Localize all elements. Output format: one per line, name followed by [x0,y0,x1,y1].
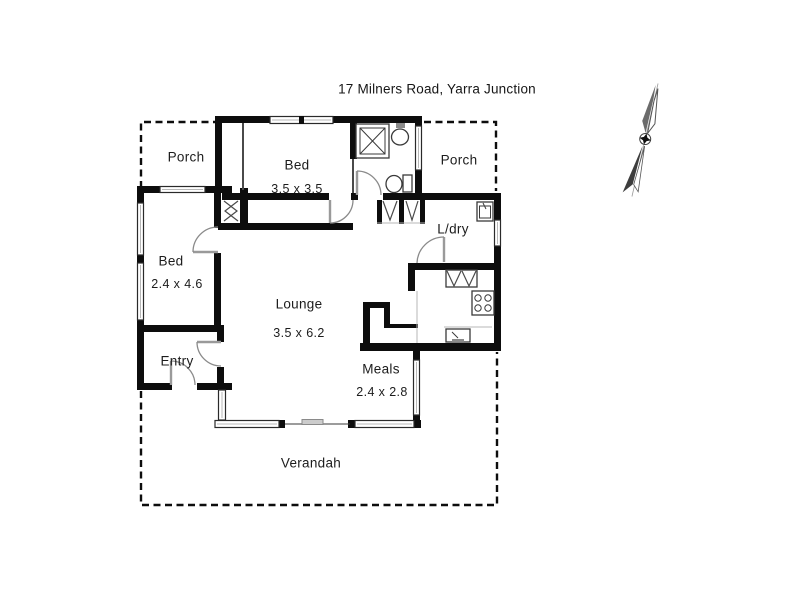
stove-cooktop-icon [471,290,495,316]
room-dims-bed-side: 2.4 x 4.6 [151,277,203,291]
kitchen-sink-icon [444,326,492,343]
windows [136,115,502,429]
thin-walls [242,123,425,343]
doors [169,170,446,386]
bathroom-door [355,170,382,196]
porch-right-dashed-boundary [424,120,498,191]
pantry-bifold-icon [445,269,478,288]
plan-title: 17 Milners Road, Yarra Junction [338,81,536,97]
room-label-laundry: L/dry [437,221,469,237]
room-label-lounge: Lounge [275,296,323,312]
porch-left-dashed-boundary [139,120,215,188]
room-label-entry: Entry [160,353,194,369]
laundry-door [416,236,446,264]
room-dims-lounge: 3.5 x 6.2 [273,326,325,340]
room-label-bed-side: Bed [158,253,184,269]
laundry-trough-icon [476,201,494,222]
bed-front-door [328,199,354,224]
room-label-porch-right: Porch [440,152,478,168]
room-label-bed-front: Bed [284,157,310,173]
room-label-verandah: Verandah [280,455,342,471]
entry-lounge-door [196,340,222,367]
entry-front-door [169,360,196,386]
verandah-dashed-boundary [139,352,499,507]
shower-icon [355,123,390,159]
bed-side-door [192,226,219,254]
wash-basin-icon [390,123,410,146]
wardrobe-bifold-icon [223,200,419,222]
north-compass-icon [622,83,659,197]
walls [137,116,501,428]
room-label-meals: Meals [362,361,400,377]
room-dims-bed-front: 3.5 x 3.5 [271,182,323,196]
room-label-porch-left: Porch [167,149,205,165]
sliding-door [285,419,350,425]
toilet-icon [385,174,413,194]
room-dims-meals: 2.4 x 2.8 [356,385,408,399]
